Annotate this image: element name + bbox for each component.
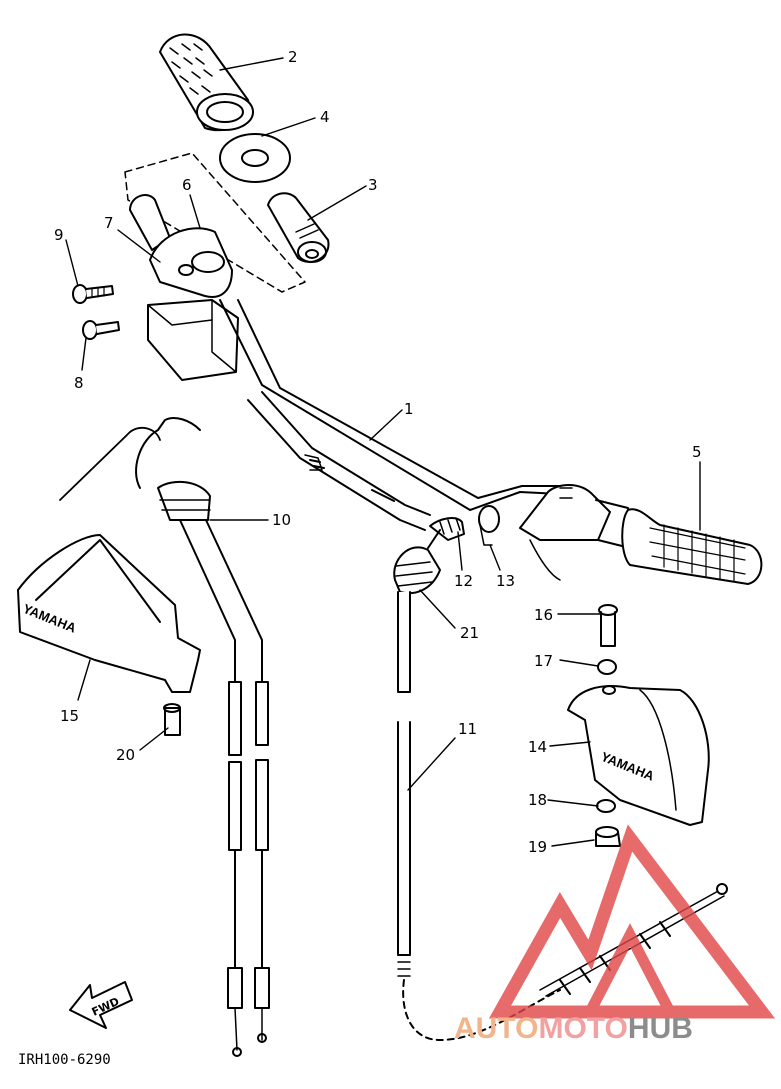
callout-12: 12 xyxy=(454,572,473,590)
washer-17 xyxy=(597,659,617,675)
callout-20: 20 xyxy=(116,746,135,764)
grip-right xyxy=(621,508,763,585)
callout-1: 1 xyxy=(404,400,414,418)
left-tube xyxy=(129,194,171,251)
callout-6: 6 xyxy=(182,176,192,194)
handlebar xyxy=(219,299,561,531)
callout-15: 15 xyxy=(60,707,79,725)
nut-19 xyxy=(595,826,621,847)
cable-boot xyxy=(393,529,441,595)
callout-4: 4 xyxy=(320,108,330,126)
callout-10: 10 xyxy=(272,511,291,529)
washer-18 xyxy=(596,799,616,813)
callout-13: 13 xyxy=(496,572,515,590)
throttle-tube xyxy=(267,192,330,263)
callout-21: 21 xyxy=(460,624,479,642)
grip-top xyxy=(159,33,254,132)
watermark-text: AUTOMOTOHUB xyxy=(454,1012,693,1045)
diagram-code: IRH100-6290 xyxy=(18,1052,111,1068)
washer xyxy=(219,133,291,183)
callout-16: 16 xyxy=(534,606,553,624)
callout-17: 17 xyxy=(534,652,553,670)
bolt-16 xyxy=(598,604,618,647)
clutch-lever-assembly xyxy=(519,484,631,581)
callout-14: 14 xyxy=(528,738,547,756)
handguard-left xyxy=(17,534,201,693)
callout-18: 18 xyxy=(528,791,547,809)
callout-11: 11 xyxy=(458,720,477,738)
callout-19: 19 xyxy=(528,838,547,856)
callout-9: 9 xyxy=(54,226,64,244)
callout-3: 3 xyxy=(368,176,378,194)
leader-lines xyxy=(65,57,701,847)
watermark-logo xyxy=(488,824,776,1019)
throttle-housing-block xyxy=(147,299,239,381)
bolt-8 xyxy=(82,320,120,340)
callout-5: 5 xyxy=(692,443,702,461)
adjuster-12 xyxy=(429,517,465,541)
callout-2: 2 xyxy=(288,48,298,66)
fwd-arrow-icon xyxy=(69,981,133,1029)
throttle-housing xyxy=(149,227,233,298)
handguard-right xyxy=(567,685,710,826)
locknut-13 xyxy=(478,505,500,546)
callout-7: 7 xyxy=(104,214,114,232)
throttle-cables xyxy=(59,417,270,1057)
spacer xyxy=(163,703,181,736)
callout-8: 8 xyxy=(74,374,84,392)
grip-group-outline xyxy=(124,152,306,293)
bolt-9 xyxy=(72,284,114,304)
